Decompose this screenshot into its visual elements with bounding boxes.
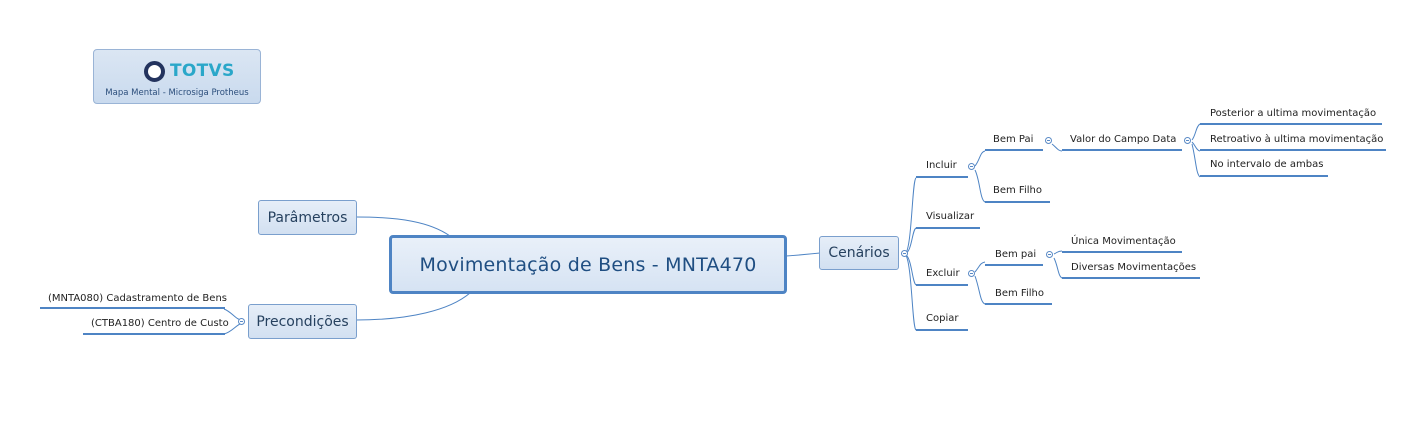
subtopic-underline (985, 201, 1050, 203)
connector-diversas (1053, 257, 1063, 279)
central-topic-label: Movimentação de Bens - MNTA470 (419, 253, 757, 276)
collapse-toggle-icon[interactable] (968, 163, 975, 170)
subtopic-underline (1062, 277, 1200, 279)
topic-cenarios[interactable]: Cenários (819, 236, 899, 270)
connector-retroativo (1191, 141, 1201, 152)
subtopic-incluir-bem-pai[interactable]: Bem Pai (993, 134, 1034, 145)
subtopic-underline (916, 284, 968, 286)
subtopic-mnta080[interactable]: (MNTA080) Cadastramento de Bens (48, 293, 227, 304)
collapse-toggle-icon[interactable] (968, 270, 975, 277)
connector-copiar (904, 253, 917, 331)
subtopic-visualizar[interactable]: Visualizar (926, 211, 975, 222)
connector-posterior (1191, 123, 1201, 141)
subtopic-underline (916, 227, 980, 229)
subtopic-underline (1062, 251, 1182, 253)
connector-incluir-bempai (974, 150, 986, 167)
subtopic-diversas-movimentacoes[interactable]: Diversas Movimentações (1071, 262, 1197, 273)
subtopic-excluir-bem-filho[interactable]: Bem Filho (995, 288, 1044, 299)
subtopic-underline (1200, 149, 1386, 151)
subtopic-underline (985, 264, 1043, 266)
subtopic-underline (1200, 123, 1382, 125)
subtopic-retroativo[interactable]: Retroativo à ultima movimentação (1210, 134, 1384, 145)
collapse-toggle-icon[interactable] (1046, 251, 1053, 258)
subtopic-underline (916, 329, 968, 331)
connector-excluir-bempai (974, 261, 986, 273)
logo-subtitle: Mapa Mental - Microsiga Protheus (105, 88, 249, 98)
subtopic-underline (1200, 175, 1328, 177)
collapse-toggle-icon[interactable] (901, 250, 908, 257)
topic-parametros-label: Parâmetros (267, 209, 348, 226)
topic-precondicoes-label: Precondições (256, 313, 349, 330)
totvs-ring-icon (144, 60, 165, 82)
subtopic-posterior[interactable]: Posterior a ultima movimentação (1210, 108, 1377, 119)
subtopic-excluir-bem-pai[interactable]: Bem pai (995, 249, 1037, 260)
collapse-toggle-icon[interactable] (238, 318, 245, 325)
subtopic-underline (985, 303, 1052, 305)
connector-intervalo (1191, 143, 1201, 178)
collapse-toggle-icon[interactable] (1045, 137, 1052, 144)
subtopic-underline (985, 149, 1043, 151)
subtopic-intervalo[interactable]: No intervalo de ambas (1210, 159, 1324, 170)
subtopic-underline (83, 333, 225, 335)
connector-cenarios (785, 252, 821, 257)
connector-parametros (355, 216, 451, 237)
subtopic-incluir[interactable]: Incluir (926, 160, 957, 171)
subtopic-valor-campo-data[interactable]: Valor do Campo Data (1070, 134, 1177, 145)
topic-parametros[interactable]: Parâmetros (258, 200, 357, 235)
topic-cenarios-label: Cenários (828, 245, 890, 261)
connector-valor-campo (1051, 143, 1063, 152)
subtopic-underline (916, 176, 968, 178)
subtopic-copiar[interactable]: Copiar (926, 313, 959, 324)
central-topic[interactable]: Movimentação de Bens - MNTA470 (389, 235, 787, 294)
connector-incluir-bemfilho (974, 169, 986, 203)
subtopic-unica-movimentacao[interactable]: Única Movimentação (1071, 236, 1176, 247)
logo-brand: TOTVS (170, 61, 235, 81)
connector-unica (1053, 250, 1063, 255)
connector-precondicoes (355, 292, 471, 321)
totvs-logo: TOTVS Mapa Mental - Microsiga Protheus (93, 49, 261, 104)
totvs-logo-mark: TOTVS (144, 60, 235, 82)
subtopic-incluir-bem-filho[interactable]: Bem Filho (993, 185, 1042, 196)
connector-incluir (904, 177, 917, 255)
collapse-toggle-icon[interactable] (1184, 137, 1191, 144)
connector-excluir-bemfilho (974, 275, 986, 305)
subtopic-underline (1062, 149, 1182, 151)
topic-precondicoes[interactable]: Precondições (248, 304, 357, 339)
subtopic-excluir[interactable]: Excluir (926, 268, 960, 279)
subtopic-ctba180[interactable]: (CTBA180) Centro de Custo (91, 318, 229, 329)
subtopic-underline (40, 307, 225, 309)
